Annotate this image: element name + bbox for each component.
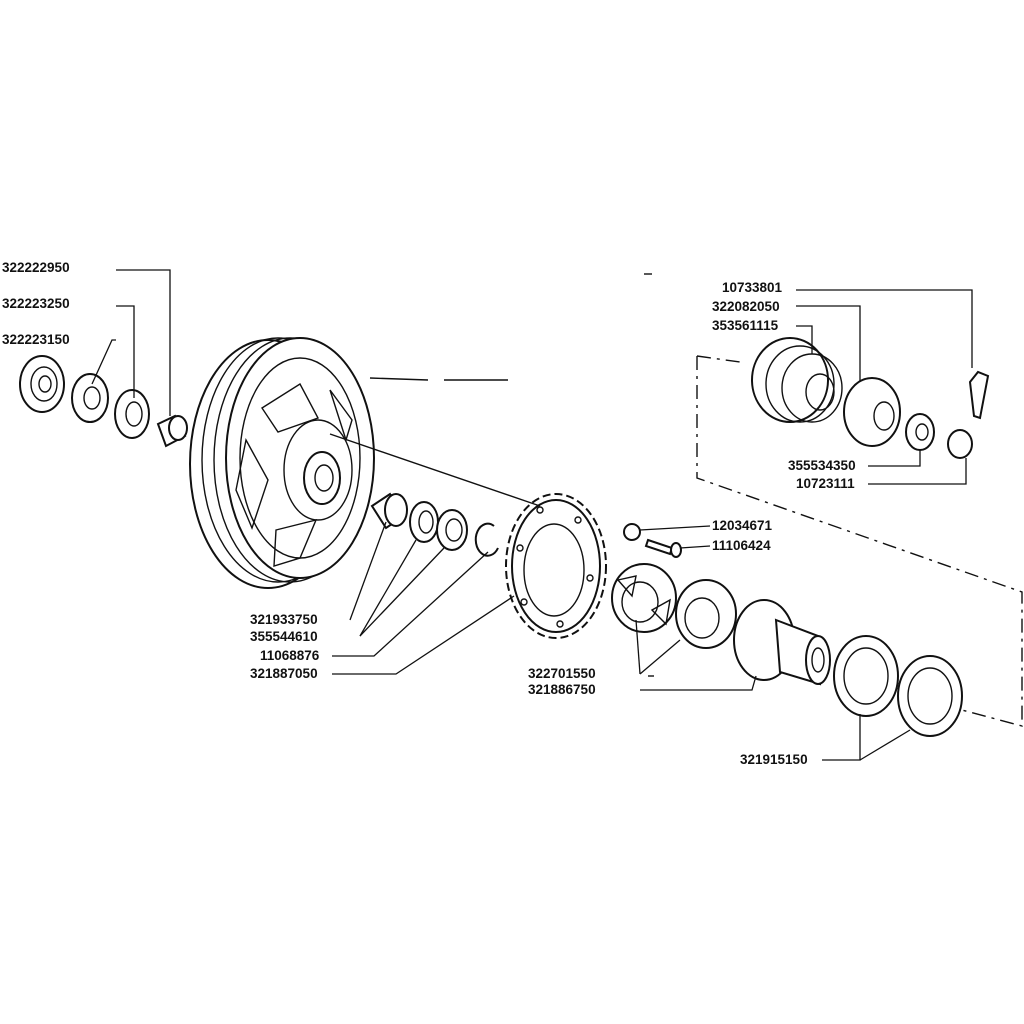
pulley-wheel <box>189 337 375 589</box>
label-321886750: 321886750 <box>528 682 596 697</box>
hub <box>733 599 831 686</box>
washer-2 <box>409 501 439 543</box>
label-322082050: 322082050 <box>712 299 780 314</box>
cush-rubber <box>611 563 677 633</box>
large-washer <box>833 635 899 717</box>
label-10733801: 10733801 <box>722 280 783 295</box>
label-321915150: 321915150 <box>740 752 808 767</box>
label-12034671: 12034671 <box>712 518 773 533</box>
washer <box>114 389 150 439</box>
spring <box>751 337 843 423</box>
spacer-ring <box>71 373 109 423</box>
castle-nut <box>947 429 973 459</box>
bolt <box>644 538 682 558</box>
circlip <box>474 522 499 557</box>
spring-cup <box>843 377 901 447</box>
label-355544610: 355544610 <box>250 629 318 644</box>
large-washer-2 <box>897 655 963 737</box>
label-321933750: 321933750 <box>250 612 318 627</box>
label-11106424: 11106424 <box>712 538 771 553</box>
inset-washer <box>905 413 935 451</box>
label-11068876: 11068876 <box>260 648 320 663</box>
sprocket <box>505 493 607 639</box>
bearing <box>19 355 65 413</box>
cotter-pin <box>968 370 990 420</box>
bushing <box>156 414 188 448</box>
washer-3 <box>436 509 468 551</box>
label-322223250: 322223250 <box>2 296 70 311</box>
bushing-2 <box>370 492 408 530</box>
label-322223150: 322223150 <box>2 332 70 347</box>
label-322701550: 322701550 <box>528 666 596 681</box>
label-355534350: 355534350 <box>788 458 856 473</box>
nut <box>623 523 641 541</box>
label-321887050: 321887050 <box>250 666 318 681</box>
label-10723111: 10723111 <box>796 476 855 491</box>
label-322222950: 322222950 <box>2 260 70 275</box>
label-353561115: 353561115 <box>712 318 779 333</box>
drive-flange <box>675 579 737 649</box>
